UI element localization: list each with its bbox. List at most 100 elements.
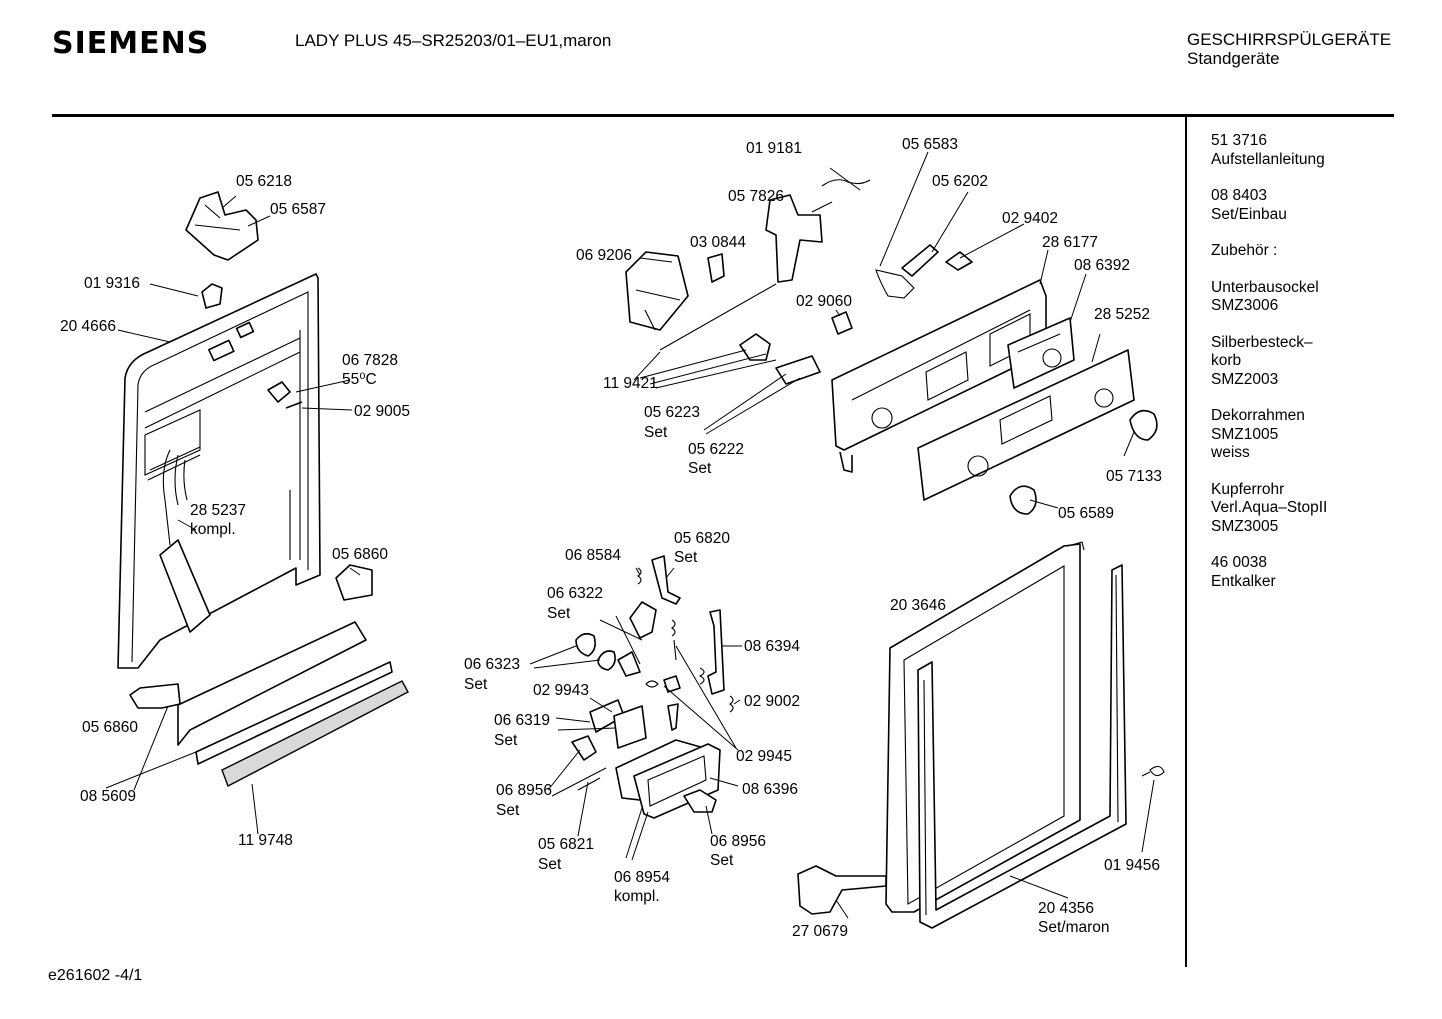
cable-056583-drawing xyxy=(875,269,915,299)
switch-056202-drawing xyxy=(901,244,939,277)
callout-067828-temp: 55⁰C xyxy=(342,371,377,388)
leader-lines xyxy=(105,151,1155,919)
siemens-logo: SIEMENS xyxy=(52,26,210,61)
sidebar-entry-line: korb xyxy=(1211,352,1242,369)
spring-029002-a-drawing xyxy=(698,667,705,685)
bracket-057826-drawing xyxy=(765,194,823,283)
callout-056223-note: Set xyxy=(644,424,668,441)
callout-029943: 02 9943 xyxy=(533,682,589,699)
screw-drawing xyxy=(667,703,679,731)
callout-019181: 01 9181 xyxy=(746,140,802,157)
callout-286177: 28 6177 xyxy=(1042,234,1098,251)
seal-ring-066323-a-drawing xyxy=(575,632,596,657)
callout-066323: 06 6323 xyxy=(464,656,520,673)
latch-086394-drawing xyxy=(707,609,725,695)
callout-119421: 11 9421 xyxy=(603,375,658,392)
drawing-reference-code: e261602 -4/1 xyxy=(48,967,143,984)
sidebar-entry-line: weiss xyxy=(1211,444,1250,461)
callout-labels: 05 6218 05 6587 01 9316 20 4666 06 7828 … xyxy=(60,136,1162,940)
appliance-category: GESCHIRRSPÜLGERÄTE Standgeräte xyxy=(1187,30,1391,68)
door-lock-drawing xyxy=(185,191,259,261)
sidebar-entry-line: SMZ3006 xyxy=(1211,297,1279,314)
side-frame-204356-drawing xyxy=(917,564,1127,929)
cam-056223-drawing xyxy=(739,333,771,361)
callout-068584: 06 8584 xyxy=(565,547,621,564)
callout-056202: 05 6202 xyxy=(932,173,988,190)
sidebar-entry-line: Dekorrahmen xyxy=(1211,407,1305,424)
callout-029402: 02 9402 xyxy=(1002,210,1058,227)
callout-085609: 08 5609 xyxy=(80,788,136,805)
sidebar-entry-line: 08 8403 xyxy=(1211,187,1268,204)
callout-066319: 06 6319 xyxy=(494,712,550,729)
sidebar-entry-line: Silberbesteck– xyxy=(1211,333,1313,351)
sidebar-divider xyxy=(1185,117,1187,967)
program-timer-drawing xyxy=(625,251,689,331)
door-seal-strip-drawing xyxy=(195,661,393,765)
callout-057133: 05 7133 xyxy=(1106,468,1162,485)
sidebar-entry-line: Verl.Aqua–StopII xyxy=(1211,499,1328,516)
callout-203646: 20 3646 xyxy=(890,597,946,614)
sidebar-entry-line: Kupferrohr xyxy=(1211,480,1285,498)
knob-057133-drawing xyxy=(1129,409,1158,441)
callout-029002: 02 9002 xyxy=(744,693,800,710)
callout-067828: 06 7828 xyxy=(342,352,398,369)
valve-068956-a-drawing xyxy=(571,735,597,761)
callout-204356-note: Set/maron xyxy=(1038,919,1110,936)
callout-069206: 06 9206 xyxy=(576,247,632,264)
callout-056820-note: Set xyxy=(674,549,698,566)
sidebar-entry-line: SMZ2003 xyxy=(1211,370,1279,388)
lid-066319-drawing xyxy=(613,705,647,749)
callout-204666: 20 4666 xyxy=(60,318,116,335)
sidebar-entry-line: SMZ3005 xyxy=(1211,517,1279,535)
display-module-086392-drawing xyxy=(1007,317,1075,389)
door-trim-strip-drawing xyxy=(177,621,367,746)
callout-030844: 03 0844 xyxy=(690,234,746,251)
callout-029005: 02 9005 xyxy=(354,403,410,420)
door-cable-harness-drawing xyxy=(159,449,211,633)
sidebar-entry-line: Unterbausockel xyxy=(1211,278,1319,296)
sidebar-entry-line: 51 3716 xyxy=(1211,132,1268,149)
sidebar-entry-line: 46 0038 xyxy=(1211,554,1268,571)
sidebar-entry-line: SMZ1005 xyxy=(1211,425,1279,443)
bracket-270679-drawing xyxy=(797,865,887,915)
sidebar-entry-line: Aufstellanleitung xyxy=(1211,150,1325,168)
knob-056589-drawing xyxy=(1009,485,1037,515)
door-bottom-rail-drawing xyxy=(221,680,409,787)
slide-056222-drawing xyxy=(775,355,821,385)
callout-056587: 05 6587 xyxy=(270,201,326,218)
callout-068956-right-note: Set xyxy=(710,852,734,869)
callout-056222: 05 6222 xyxy=(688,441,744,458)
callout-056821: 05 6821 xyxy=(538,836,594,853)
sensor-029402-drawing xyxy=(945,251,973,271)
callout-086396: 08 6396 xyxy=(742,781,798,798)
callout-019456: 01 9456 xyxy=(1104,857,1160,874)
pin-029945-drawing xyxy=(673,639,677,661)
callout-086394: 08 6394 xyxy=(744,638,800,655)
callout-068956-left-note: Set xyxy=(496,802,520,819)
spring-056821-drawing xyxy=(577,777,601,791)
model-designation: LADY PLUS 45–SR25203/01–EU1,maron xyxy=(295,31,612,50)
nozzle-068956-b-drawing xyxy=(683,789,717,813)
thermostat-drawing xyxy=(267,381,303,409)
callout-019316: 01 9316 xyxy=(84,275,140,292)
end-cap-056860-right-drawing xyxy=(335,564,373,601)
ring-029945-drawing xyxy=(645,680,659,688)
callout-066319-note: Set xyxy=(494,732,518,749)
callout-056222-note: Set xyxy=(688,460,712,477)
spring-029002-b-drawing xyxy=(729,695,734,713)
category-title: GESCHIRRSPÜLGERÄTE xyxy=(1187,30,1392,49)
callout-056821-note: Set xyxy=(538,856,562,873)
callout-285252: 28 5252 xyxy=(1094,306,1150,323)
header-divider xyxy=(52,114,1394,117)
end-cap-056860-left-drawing xyxy=(129,683,181,709)
spring-029945-a-drawing xyxy=(671,619,676,637)
sidebar-entry-line: Set/Einbau xyxy=(1211,205,1287,223)
callout-056860-left: 05 6860 xyxy=(82,719,138,736)
door-inner-panel-drawing xyxy=(117,273,321,669)
callout-057826: 05 7826 xyxy=(728,188,784,205)
callout-285237: 28 5237 xyxy=(190,502,246,519)
